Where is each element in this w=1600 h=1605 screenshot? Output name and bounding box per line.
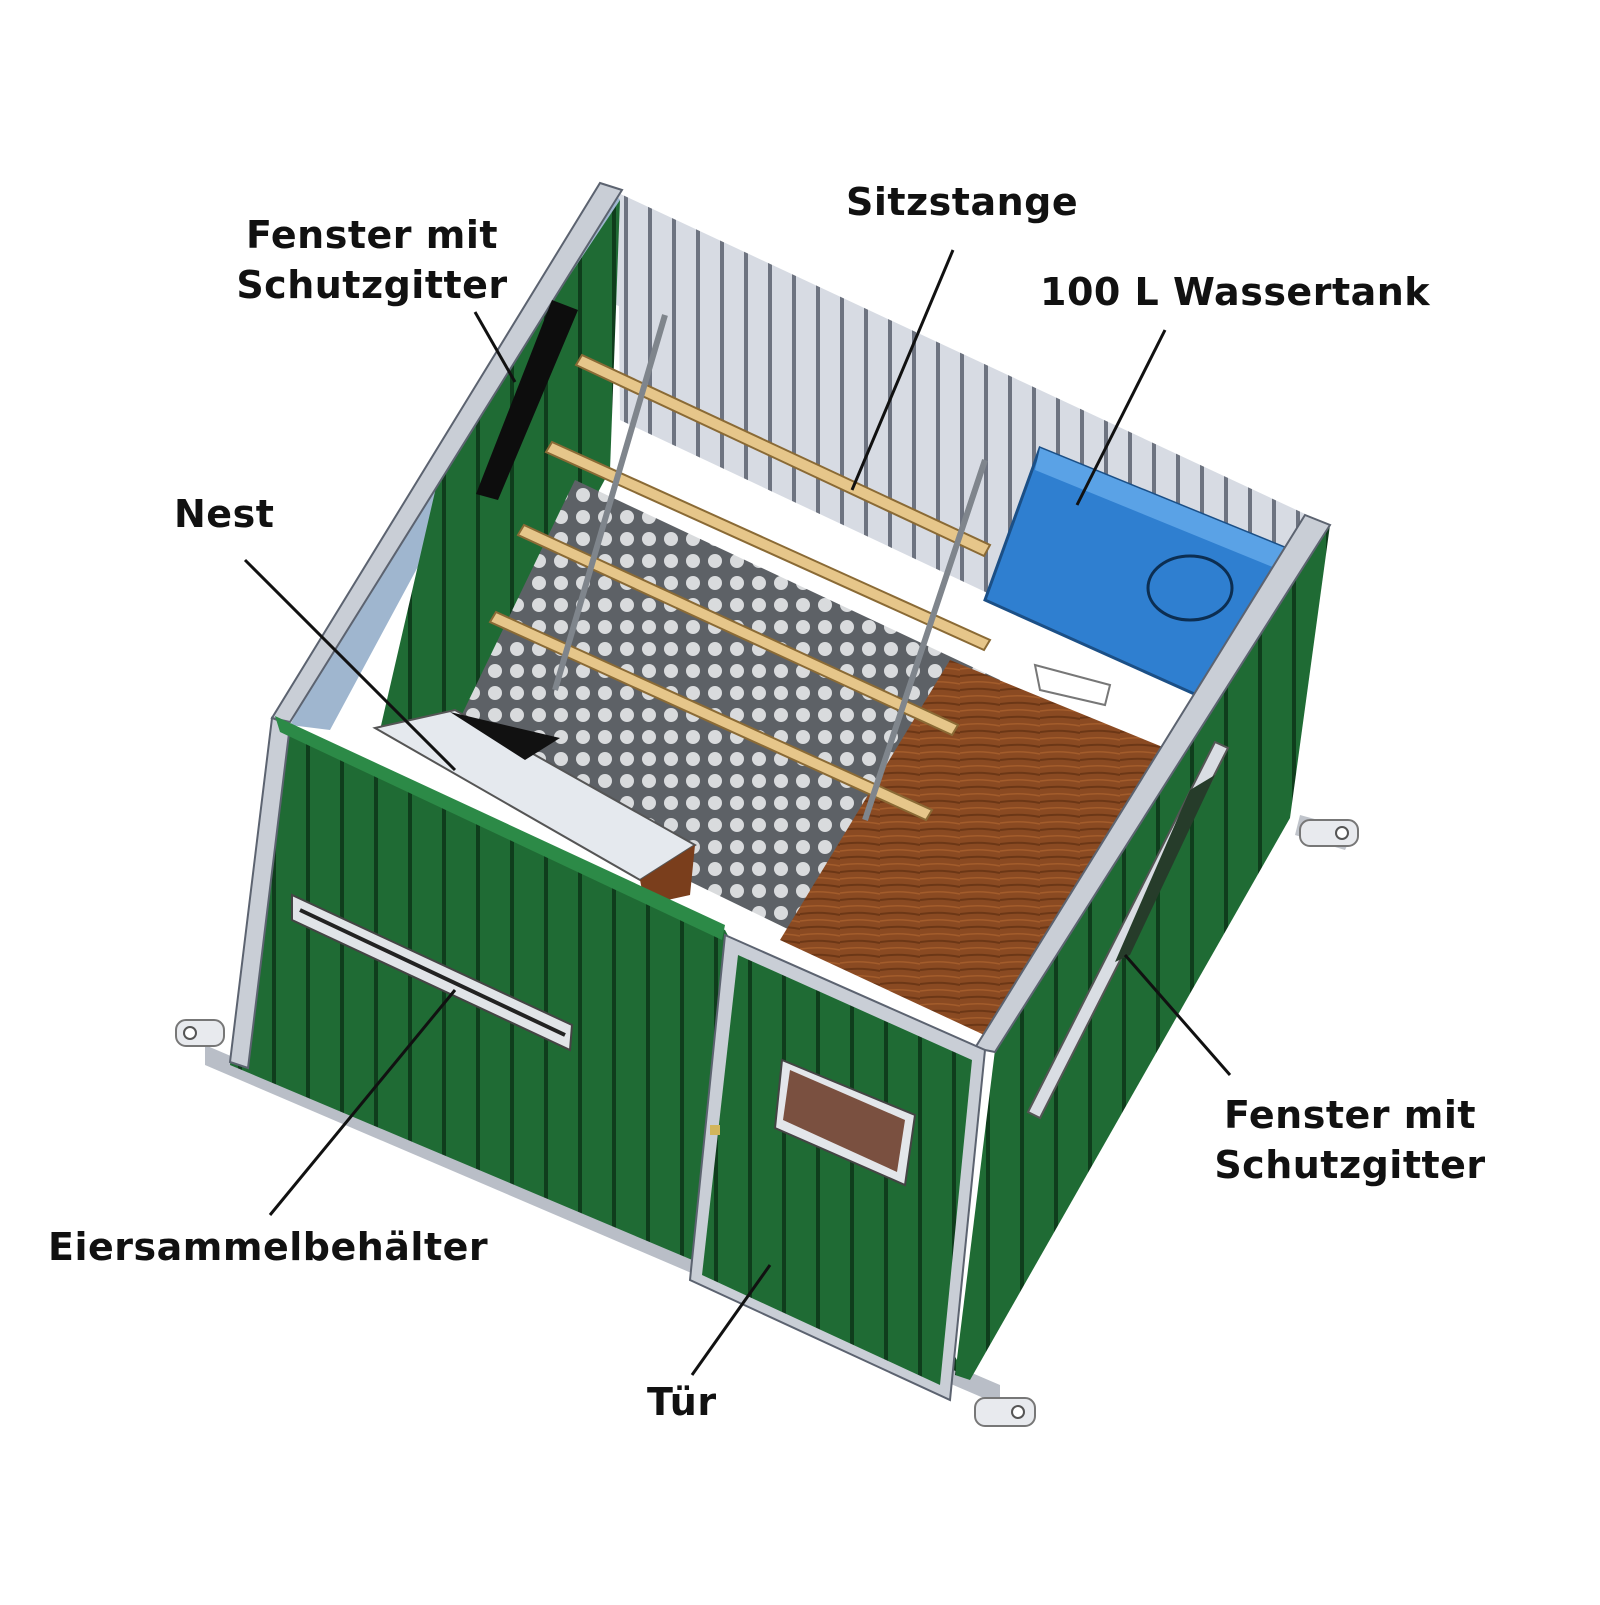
right-wall-top-edge <box>973 513 1332 1054</box>
leader-nest <box>243 558 457 772</box>
right-window <box>1026 740 1230 1120</box>
label-water-tank: 100 L Wassertank <box>1040 270 1431 314</box>
door <box>688 933 987 1402</box>
label-window-left-line1: Fenster mit <box>245 213 499 257</box>
mount-bracket-left <box>175 1019 225 1047</box>
perch-posts <box>552 314 988 821</box>
leader-window-right <box>1123 954 1232 1076</box>
mount-bracket-right <box>1299 819 1359 847</box>
left-window-slot <box>476 300 578 500</box>
mount-bracket-bottom <box>974 1397 1036 1427</box>
leader-door <box>690 1264 772 1376</box>
wood-floor <box>780 660 1170 1040</box>
label-window-left: Fenster mit Schutzgitter <box>222 210 522 310</box>
label-window-right: Fenster mit Schutzgitter <box>1200 1090 1500 1190</box>
perches <box>488 353 992 822</box>
label-window-right-line1: Fenster mit <box>1223 1093 1477 1137</box>
nest-box <box>372 708 697 905</box>
label-window-left-line2: Schutzgitter <box>236 263 508 307</box>
egg-collector-slot <box>291 893 574 1052</box>
label-nest: Nest <box>174 492 275 536</box>
label-egg-collector: Eiersammelbehälter <box>48 1225 489 1269</box>
left-wall-top-edge <box>270 181 624 724</box>
right-wall-exterior <box>955 520 1330 1380</box>
label-door: Tür <box>647 1380 717 1424</box>
label-perch: Sitzstange <box>846 180 1079 224</box>
front-wall-top-edge <box>275 716 725 940</box>
leader-lines <box>243 249 1232 1376</box>
leader-water-tank <box>1075 329 1167 506</box>
label-window-right-line2: Schutzgitter <box>1214 1143 1486 1187</box>
leader-perch <box>850 249 955 491</box>
leader-egg-collector <box>268 989 457 1216</box>
leader-window-left <box>473 311 517 383</box>
